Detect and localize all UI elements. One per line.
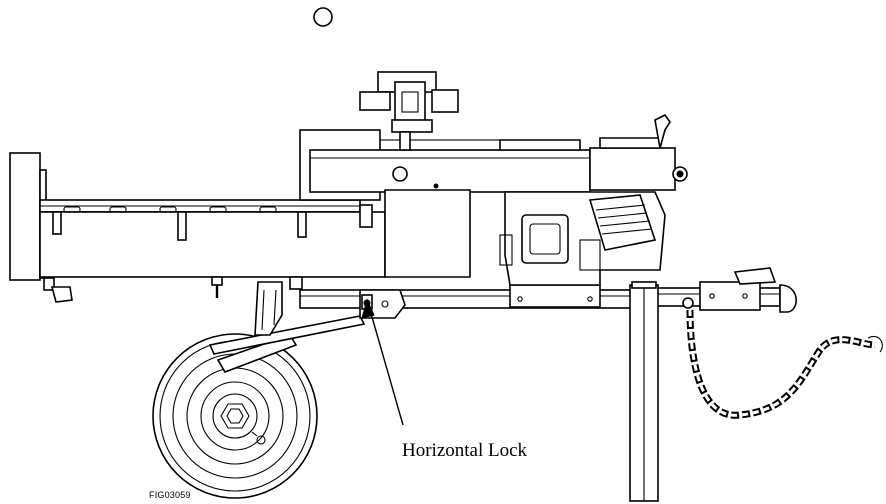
stand-leg (629, 281, 659, 502)
control-valve (313, 7, 459, 151)
log-rail (39, 199, 386, 298)
end-plate (9, 152, 73, 303)
horizontal-lock (361, 294, 404, 426)
hydraulic-cylinder (299, 129, 688, 278)
callout-arrowhead (361, 298, 375, 319)
main-beam (299, 284, 641, 319)
axle-bracket (208, 281, 366, 373)
horizontal-lock-label: Horizontal Lock (402, 440, 528, 461)
tow-tongue (639, 267, 797, 313)
safety-chain (686, 309, 883, 419)
figure-id: FIG03059 (149, 490, 191, 500)
engine (499, 113, 671, 286)
